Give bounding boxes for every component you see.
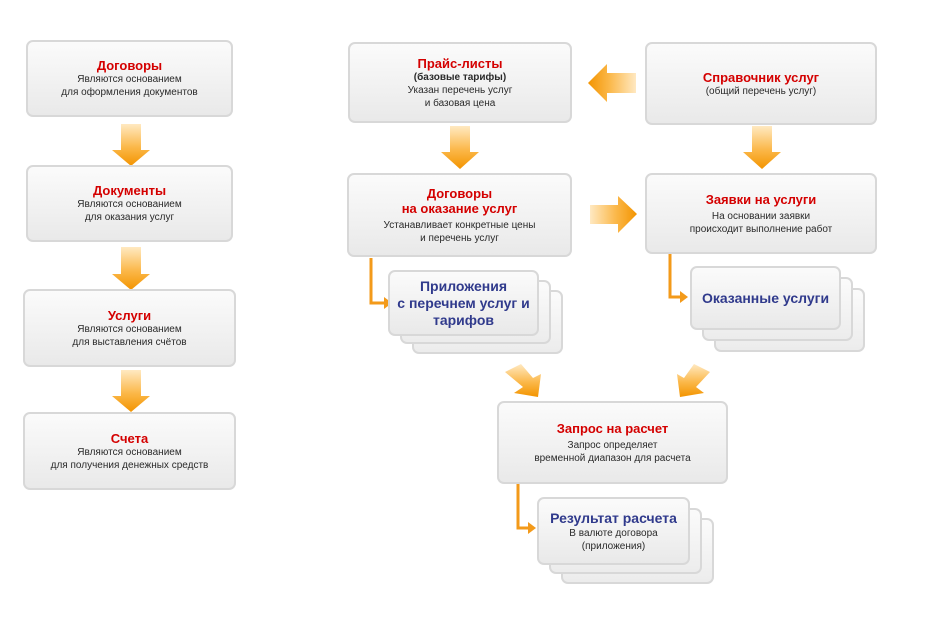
- diag-arrow-left-to-calc: [505, 364, 541, 397]
- attachments-title-1: Приложения: [419, 277, 508, 294]
- service-contracts-line-1: Устанавливает конкретные цены: [383, 219, 536, 231]
- services-ref-line-1: (общий перечень услуг): [705, 85, 817, 97]
- service-contracts-title-1: Договоры: [426, 185, 493, 201]
- calc-result-title: Результат расчета: [550, 509, 677, 526]
- price-lists-line-1: Указан перечень услуг: [407, 84, 513, 96]
- requests-line-1: На основании заявки: [711, 210, 811, 222]
- requests-box: Заявки на услуги На основании заявки про…: [645, 173, 877, 254]
- requests-title: Заявки на услуги: [705, 191, 817, 207]
- price-lists-subtitle: (базовые тарифы): [413, 71, 507, 83]
- right-arrow-contracts-to-requests: [590, 196, 637, 233]
- rendered-services-title: Оказанные услуги: [701, 289, 830, 306]
- service-contracts-line-2: и перечень услуг: [420, 232, 499, 244]
- diag-arrow-right-to-calc: [677, 364, 710, 397]
- connector-calc-result: [516, 484, 528, 530]
- price-lists-box: Прайс-листы (базовые тарифы) Указан пере…: [348, 42, 572, 123]
- requests-line-2: происходит выполнение работ: [689, 223, 833, 235]
- price-lists-title: Прайс-листы: [417, 55, 503, 71]
- invoices-title: Счета: [110, 430, 149, 446]
- services-ref-box: Справочник услуг (общий перечень услуг): [645, 42, 877, 125]
- calc-result-line-2: (приложения): [581, 540, 646, 552]
- down-arrow-services-to-requests: [743, 126, 781, 169]
- documents-line-1: Являются основанием: [77, 199, 182, 210]
- invoices-box: Счета Являются основанием для получения …: [23, 412, 236, 490]
- down-arrow-1: [112, 124, 150, 166]
- calc-request-line-2: временной диапазон для расчета: [534, 452, 691, 464]
- calc-request-title: Запрос на расчет: [556, 420, 669, 436]
- left-arrow-services-to-prices: [588, 64, 636, 102]
- contracts-line-2: для оформления документов: [61, 87, 198, 98]
- down-arrow-3: [112, 370, 150, 412]
- price-lists-line-2: и базовая цена: [424, 97, 496, 109]
- calc-request-box: Запрос на расчет Запрос определяет време…: [497, 401, 728, 484]
- services-box: Услуги Являются основанием для выставлен…: [23, 289, 236, 367]
- services-line-1: Являются основанием: [77, 323, 182, 335]
- attachments-title-3: тарифов: [432, 311, 495, 328]
- connector-contracts-attachments: [369, 258, 384, 305]
- calc-result-box: Результат расчета В валюте договора (при…: [537, 497, 690, 565]
- services-line-2: для выставления счётов: [72, 336, 187, 348]
- down-arrow-prices-to-contracts: [441, 126, 479, 169]
- services-ref-title: Справочник услуг: [702, 69, 820, 85]
- documents-box: Документы Являются основанием для оказан…: [26, 165, 233, 242]
- connector-requests-rendered: [668, 253, 680, 299]
- calc-request-line-1: Запрос определяет: [567, 439, 658, 451]
- documents-title: Документы: [92, 183, 167, 198]
- contracts-title: Договоры: [96, 58, 163, 73]
- documents-line-2: для оказания услуг: [84, 212, 175, 223]
- contracts-box: Договоры Являются основанием для оформле…: [26, 40, 233, 117]
- attachments-box: Приложения с перечнем услуг и тарифов: [388, 270, 539, 336]
- services-title: Услуги: [107, 307, 152, 323]
- attachments-title-2: с перечнем услуг и: [397, 294, 530, 311]
- contracts-line-1: Являются основанием: [77, 74, 182, 85]
- down-arrow-2: [112, 247, 150, 290]
- invoices-line-1: Являются основанием: [77, 446, 182, 458]
- rendered-services-box: Оказанные услуги: [690, 266, 841, 330]
- service-contracts-title-2: на оказание услуг: [401, 200, 518, 216]
- invoices-line-2: для получения денежных средств: [50, 459, 209, 471]
- calc-result-line-1: В валюте договора: [569, 527, 658, 539]
- service-contracts-box: Договоры на оказание услуг Устанавливает…: [347, 173, 572, 257]
